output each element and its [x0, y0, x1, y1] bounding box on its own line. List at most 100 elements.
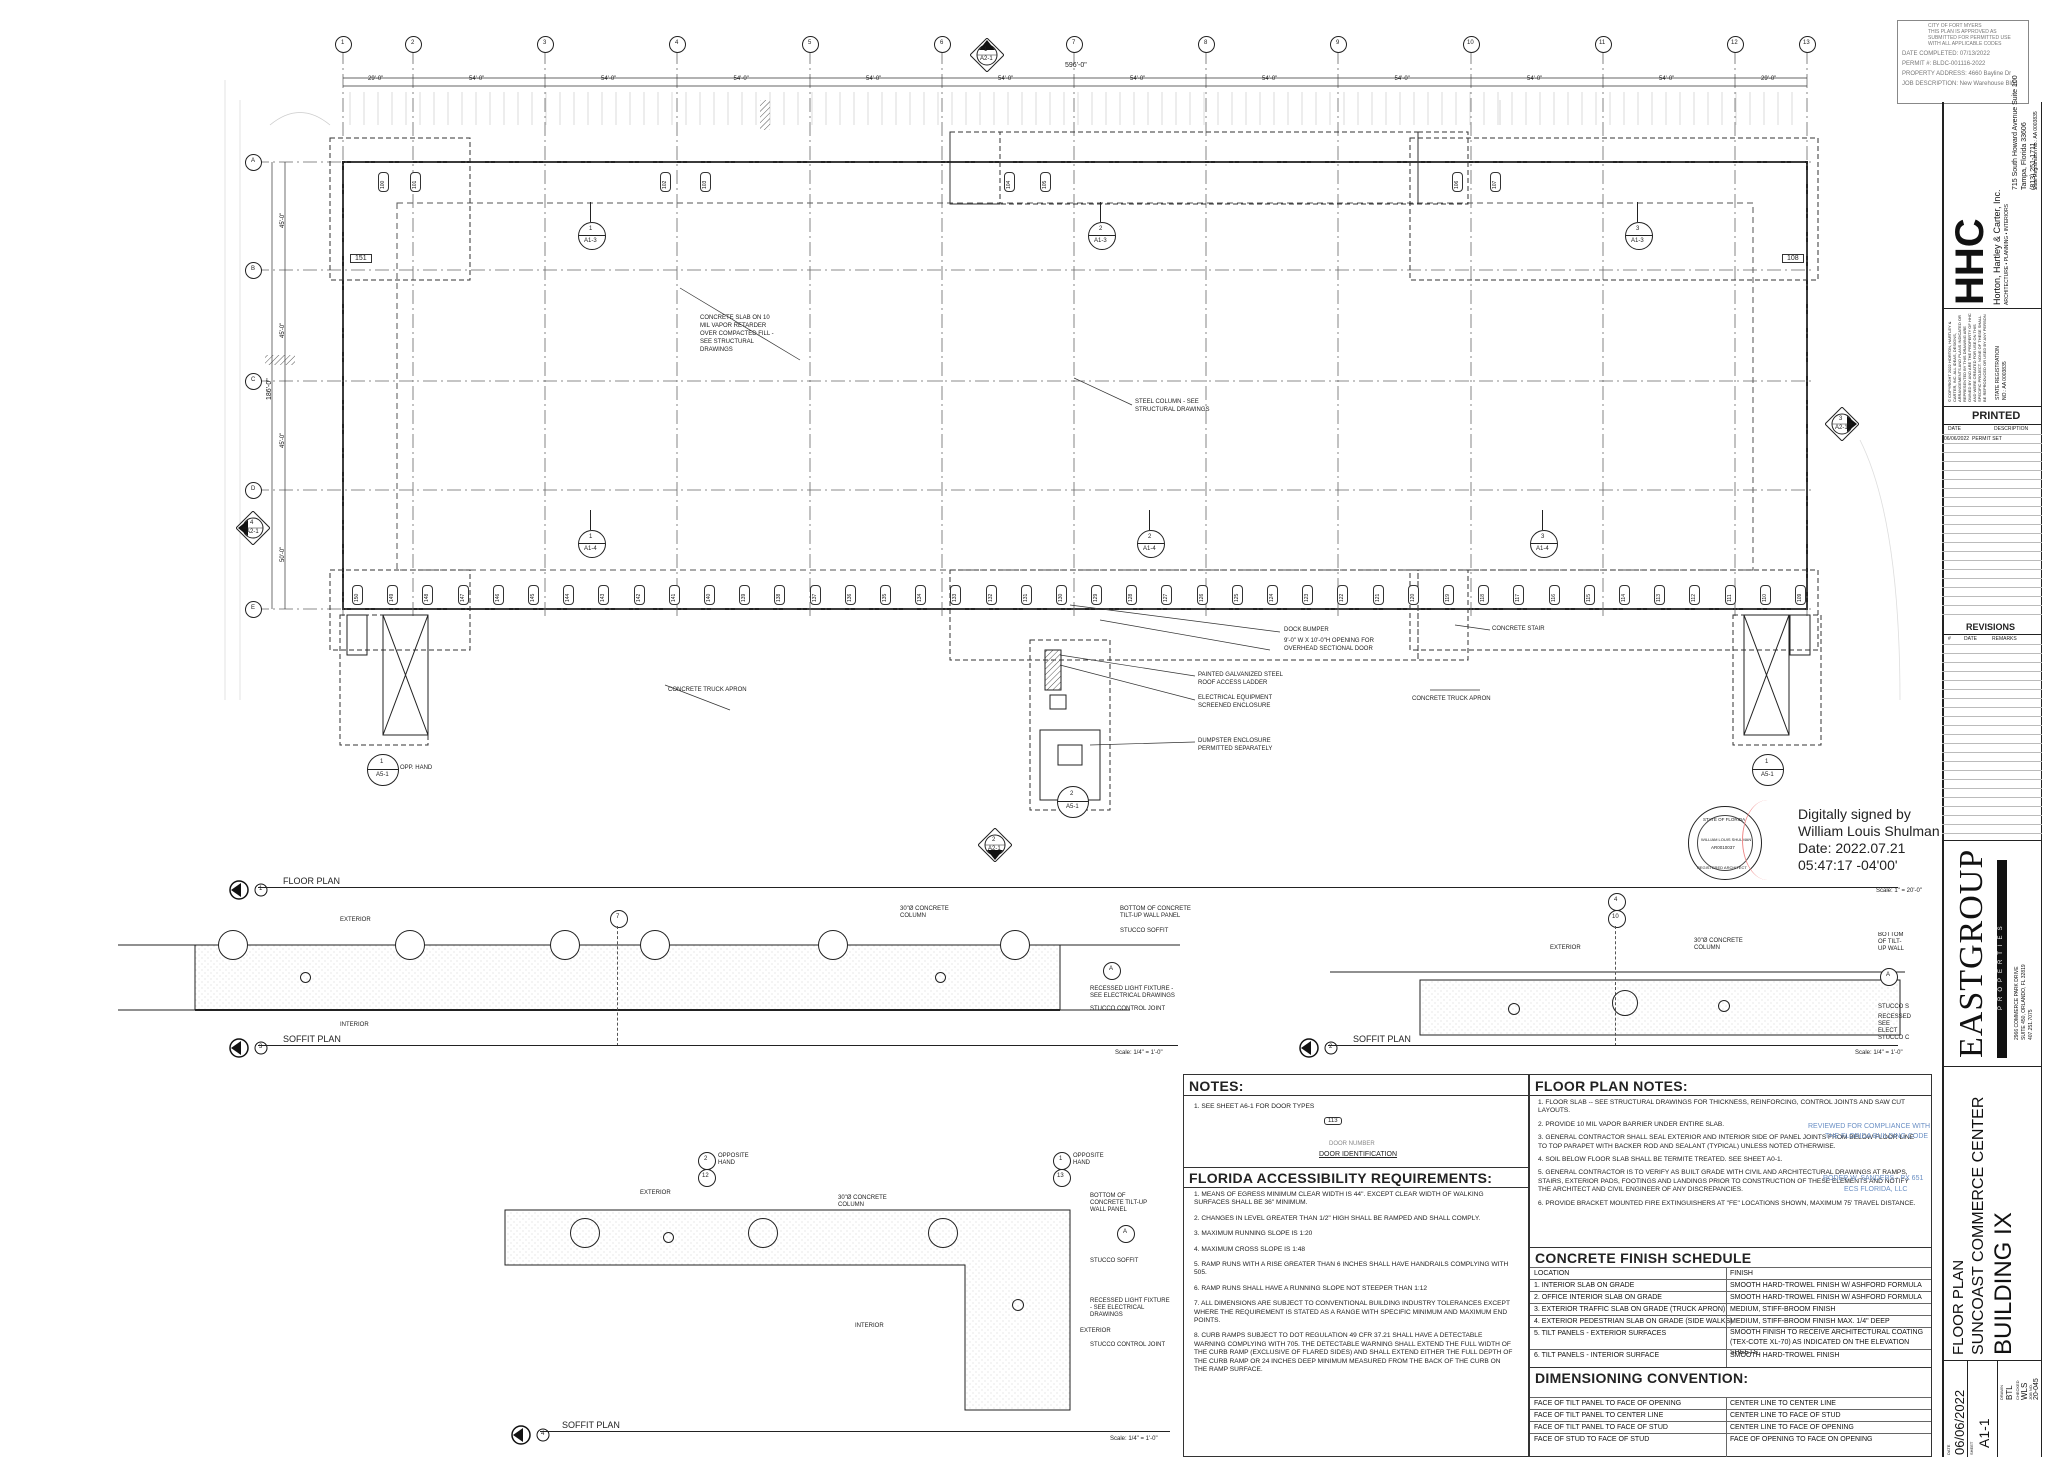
elevation-marker-right[interactable]: 3 A2-1	[1825, 407, 1859, 441]
firm-logo: HHC	[1948, 218, 1992, 305]
door-tag-number: 107	[1492, 180, 1498, 189]
floor-plan-notes-title: FLOOR PLAN NOTES:	[1535, 1078, 1688, 1094]
dock-door-tag: 113	[1654, 585, 1666, 605]
accessibility-item: 8. CURB RAMPS SUBJECT TO DOT REGULATION …	[1194, 1332, 1513, 1374]
printed-row-line	[1942, 605, 2042, 606]
soffit4-note-left-hand: OPPOSITE HAND	[718, 1153, 749, 1166]
revision-row-line	[1942, 662, 2042, 663]
dock-door-number: 135	[881, 593, 888, 602]
grid-column-bubble: 5	[802, 36, 819, 53]
dock-door-number: 122	[1339, 593, 1346, 602]
signature-line-1: Digitally signed by	[1798, 806, 1911, 822]
revision-row-line	[1942, 725, 2042, 726]
door-tag: 107	[1490, 172, 1501, 192]
dock-door-tag: 133	[950, 585, 962, 605]
copyright-box: © COPYRIGHT 2022 HORTON, HARTLEY & CARTE…	[1947, 313, 1987, 402]
notes-title: NOTES:	[1189, 1078, 1244, 1094]
elevation-marker-left[interactable]: 4 A2-1	[236, 511, 270, 545]
printed-row-line	[1942, 434, 2042, 435]
dock-door-number: 139	[741, 593, 748, 602]
soffit4-exterior-2: EXTERIOR	[1080, 1328, 1111, 1334]
soffit2-grid-a: A	[1880, 968, 1898, 986]
grid-lines	[255, 50, 1815, 620]
callout-number: 1	[589, 534, 593, 540]
dimensioning-right: CENTER LINE TO FACE OF STUD	[1730, 1412, 1841, 1419]
callout-leader	[1542, 510, 1543, 530]
finish-value: MEDIUM, STIFF-BROOM FINISH MAX. 1/4" DEE…	[1730, 1318, 1890, 1325]
revision-row-line	[1942, 734, 2042, 735]
finish-col-divider	[1726, 1267, 1727, 1367]
soffit3-column	[640, 930, 670, 960]
soffit2-light	[1508, 1003, 1520, 1015]
dock-door-tag: 138	[774, 585, 786, 605]
door-tag-number: 103	[702, 180, 708, 189]
client-address-2: SUITE 450, ORLANDO, FL 32819	[2021, 964, 2027, 1040]
dock-door-tag: 140	[703, 585, 715, 605]
callout-leader	[590, 202, 591, 222]
floor-plan-note-item: 1. FLOOR SLAB -- SEE STRUCTURAL DRAWINGS…	[1538, 1099, 1905, 1115]
grid-row-bubble: C	[245, 373, 262, 390]
soffit3-grid-a: A	[1103, 962, 1121, 980]
sheet-number: A1-1	[1976, 1418, 1992, 1448]
detail-callout-right[interactable]: 1 A5-1	[1752, 754, 1784, 786]
printed-row-line	[1942, 488, 2042, 489]
permit-stamp: CITY OF FORT MYERS THIS PLAN IS APPROVED…	[1897, 20, 2029, 104]
left-dimension-lines	[271, 162, 286, 609]
detail-callout-left[interactable]: 1 A5-1	[367, 754, 399, 786]
ramp-hatch	[760, 100, 770, 130]
soffit3-note-column: 30"Ø CONCRETE COLUMN	[900, 906, 949, 919]
soffit3-north-arrow-icon: 3	[228, 1038, 268, 1058]
revisions-header-remarks: REMARKS	[1992, 636, 2017, 642]
grid-column-label: 8	[1204, 40, 1208, 46]
top-parking-lines	[349, 92, 1793, 125]
revision-row-line	[1942, 752, 2042, 753]
dock-door-tag: 111	[1724, 585, 1736, 605]
printed-row-line	[1942, 524, 2042, 525]
note-apron-left: CONCRETE TRUCK APRON	[668, 687, 747, 693]
dock-door-tag: 149	[387, 585, 399, 605]
title-underline	[258, 887, 1898, 888]
door-number-label: DOOR NUMBER	[1329, 1141, 1375, 1147]
grid-row-label: A	[251, 158, 256, 164]
elevation-marker-bottom[interactable]: 2 A2-1	[978, 828, 1012, 862]
printed-row-line	[1942, 560, 2042, 561]
north-arrow-icon: 1	[228, 880, 268, 900]
soffit2-north-arrow-icon: 2	[1298, 1038, 1338, 1058]
dock-door-tag: 134	[915, 585, 927, 605]
grid-column-bubble: 13	[1799, 36, 1816, 53]
grid-row-bubble: D	[245, 482, 262, 499]
dock-door-tag: 137	[809, 585, 821, 605]
soffit4-scale: Scale: 1/4" = 1'-0"	[1110, 1436, 1158, 1442]
revision-row-line	[1942, 806, 2042, 807]
dock-door-tag: 132	[985, 585, 997, 605]
door-tag: 106	[1452, 172, 1463, 192]
grid-column-label: 10	[1467, 40, 1474, 46]
dock-door-number: 145	[529, 593, 536, 602]
elevation-marker-top[interactable]: 1 A2-1	[970, 38, 1004, 72]
printed-row-line	[1942, 470, 2042, 471]
note-slab: CONCRETE SLAB ON 10 MIL VAPOR RETARDER O…	[700, 315, 774, 353]
dock-door-tag: 127	[1161, 585, 1173, 605]
finish-location: 6. TILT PANELS - INTERIOR SURFACE	[1534, 1352, 1660, 1359]
grid-column-bubble: 1	[335, 36, 352, 53]
title-block-divider	[1942, 840, 2042, 841]
grid-column-bubble: 11	[1595, 36, 1612, 53]
floor-plan-note-item: 6. PROVIDE BRACKET MOUNTED FIRE EXTINGUI…	[1538, 1199, 1916, 1207]
printed-header-date: DATE	[1948, 426, 1961, 432]
detail-callout-mid[interactable]: 2 A5-1	[1057, 786, 1089, 818]
notes-item-1: 1. SEE SHEET A6-1 FOR DOOR TYPES	[1194, 1103, 1315, 1110]
grid-column-label: 1	[341, 40, 345, 46]
soffit2-note-joint: STUCCO C	[1878, 1035, 1910, 1041]
soffit2-underline	[1328, 1045, 1898, 1046]
printed-row-line	[1942, 578, 2042, 579]
